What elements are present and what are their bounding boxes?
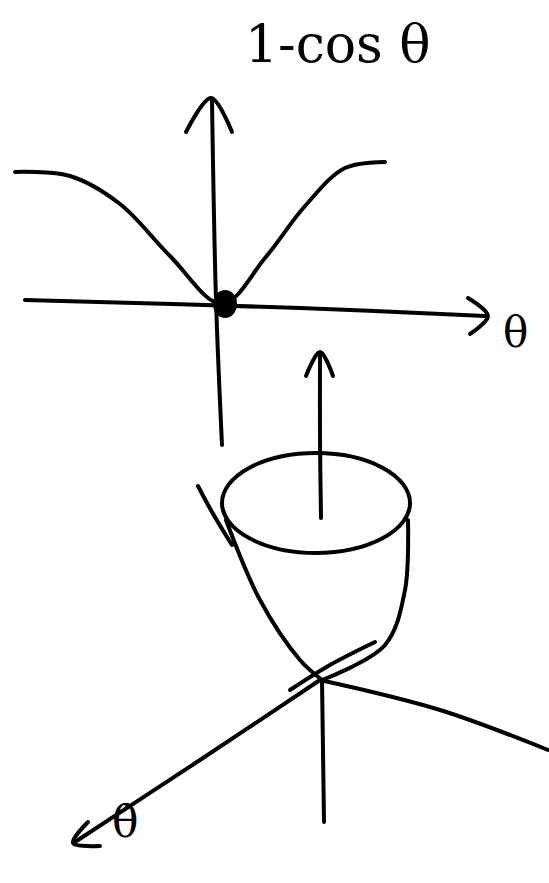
axis-label: θ: [503, 312, 528, 354]
bowl-stroke: [198, 486, 232, 545]
axis-label: 1-cos θ: [245, 18, 431, 70]
up-arrow: [320, 354, 321, 518]
arrowhead: [73, 822, 100, 846]
arrowhead: [186, 98, 232, 132]
bowl-side: [322, 520, 408, 680]
bowl-rim: [222, 453, 410, 553]
horizontal-axis: [25, 300, 485, 316]
vertical-axis: [212, 100, 222, 445]
minimum-dot: [213, 290, 237, 318]
cosine-curve: [15, 162, 385, 304]
bowl-side: [226, 520, 322, 680]
theta-dot-axis: [75, 680, 320, 842]
horizontal-axis: [320, 680, 548, 750]
ink-strokes: [15, 98, 548, 846]
arrowhead: [306, 352, 333, 376]
vertical-axis: [322, 680, 324, 822]
arrowhead: [468, 298, 488, 334]
axis-label: θ̇: [112, 800, 139, 844]
